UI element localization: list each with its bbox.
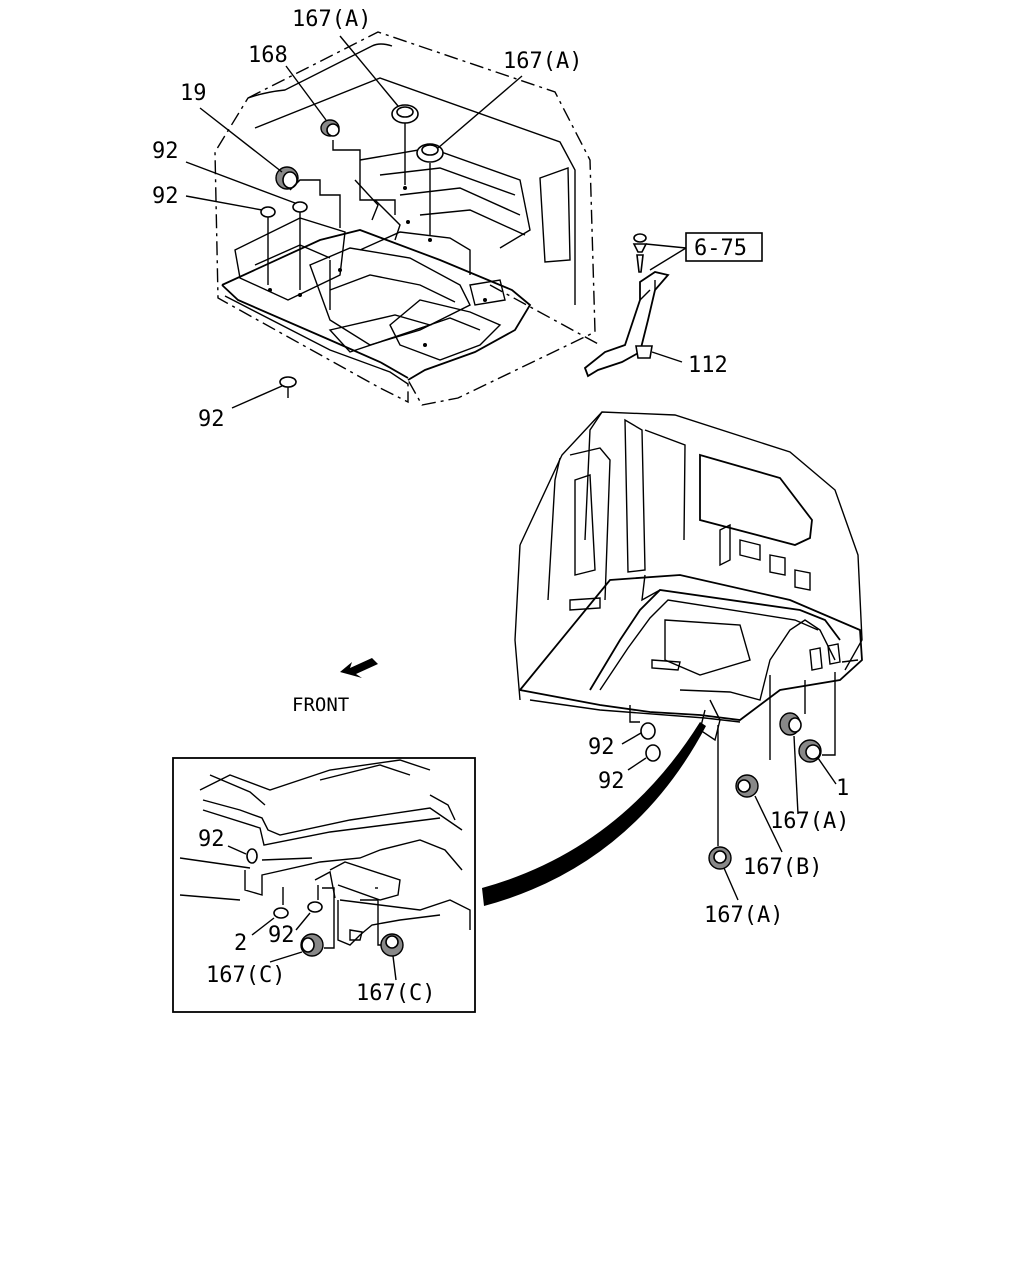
grommet-167a-right-icon [416, 143, 444, 163]
cab-floor-top-view [185, 31, 687, 409]
callout-92-detail-a: 92 [198, 827, 225, 852]
callout-167c-right: 167(C) [356, 981, 435, 1006]
callout-2: 2 [234, 931, 247, 956]
callout-167a-top: 167(A) [292, 7, 371, 32]
callout-92-under-a: 92 [588, 735, 615, 760]
grommet-167b-icon [735, 774, 759, 798]
seal-92-a-icon [292, 201, 308, 213]
seal-92-detail-b-icon [307, 901, 323, 913]
callout-112: 112 [688, 353, 728, 378]
seal-2-icon [273, 907, 289, 919]
seal-92-under-a-icon [640, 722, 656, 740]
detail-connector [482, 722, 706, 906]
callout-167c-left: 167(C) [206, 963, 285, 988]
callout-92-detail-b: 92 [268, 923, 295, 948]
callout-167a-under-low: 167(A) [704, 903, 783, 928]
seal-92-b-icon [260, 206, 276, 218]
detail-callouts: 92 2 92 167(C) 167(C) [198, 827, 435, 1006]
callout-167a-right: 167(A) [503, 49, 582, 74]
callout-168: 168 [248, 43, 288, 68]
callout-167a-under-mid: 167(A) [770, 809, 849, 834]
top-view-callouts: 167(A) 168 167(A) 19 92 92 6-75 112 92 [152, 7, 763, 432]
callout-6-75: 6-75 [694, 236, 747, 261]
bracket-assembly [583, 233, 670, 378]
callout-92-mid: 92 [152, 184, 179, 209]
grommet-167a-under-mid-icon [779, 712, 802, 736]
cab-underside-view [514, 411, 863, 901]
grommet-167a-under-low-icon [708, 846, 732, 870]
grommet-167a-upper-icon [391, 104, 419, 124]
callout-92-upper: 92 [152, 139, 179, 164]
callout-92-lower: 92 [198, 407, 225, 432]
seal-92-detail-a-icon [246, 848, 258, 864]
seal-92-c-icon [279, 376, 297, 388]
callout-167b: 167(B) [743, 855, 822, 880]
seal-92-under-b-icon [645, 744, 661, 762]
callout-19: 19 [180, 81, 207, 106]
plug-1-icon [798, 739, 822, 763]
front-label: FRONT [292, 694, 349, 716]
bottom-view-callouts: 92 92 1 167(A) 167(B) 167(A) [588, 735, 849, 928]
grommet-167c-left-icon [300, 933, 324, 957]
reference-box [685, 232, 763, 262]
callout-92-under-b: 92 [598, 769, 625, 794]
callout-1: 1 [836, 776, 849, 801]
plug-19-icon [275, 166, 299, 190]
plug-168-icon [320, 119, 340, 137]
grommet-167c-right-icon [380, 933, 404, 957]
detail-inset [172, 757, 476, 1013]
front-arrow-icon [340, 658, 378, 678]
